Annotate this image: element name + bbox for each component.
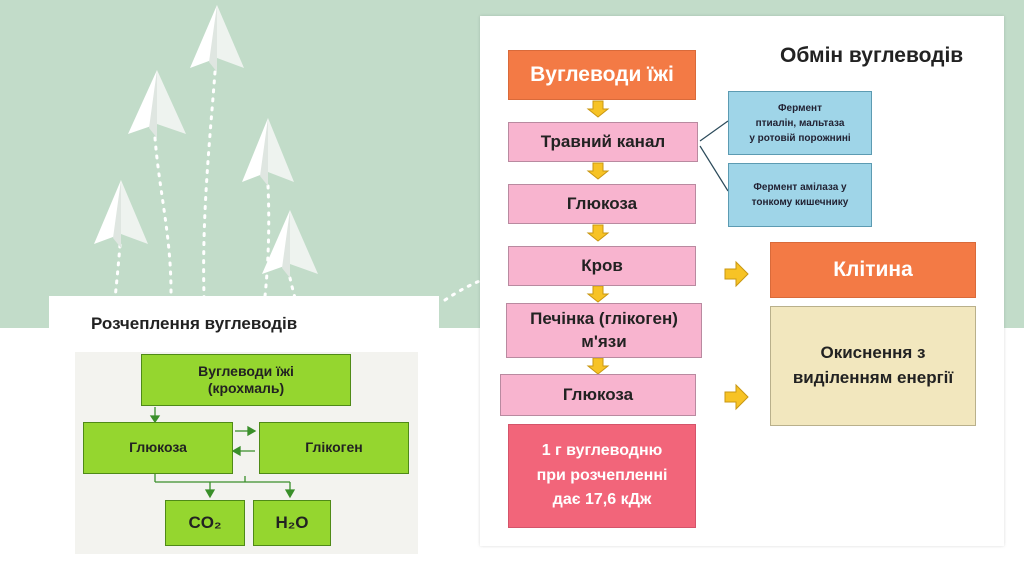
- food-carbs-box: Вуглеводи їжі: [508, 50, 696, 100]
- plane-trail: [445, 280, 480, 300]
- plane-trail: [204, 72, 215, 320]
- h2o-box: H₂O: [253, 500, 331, 546]
- breakdown-diagram-panel: Вуглеводи їжі (крохмаль) Глюкоза Глікоге…: [75, 352, 418, 554]
- paper-planes-decoration: [0, 0, 480, 330]
- blood-box: Кров: [508, 246, 696, 286]
- right-arrow-icon: [725, 262, 748, 286]
- enzyme-intestine-box: Фермент амілаза у тонкому кишечнику: [728, 163, 872, 227]
- connector-line: [700, 121, 728, 141]
- paper-plane-icon: [94, 180, 148, 248]
- down-arrow-icon: [588, 286, 608, 302]
- co2-box: CO₂: [165, 500, 245, 546]
- glucose-box-1: Глюкоза: [508, 184, 696, 224]
- enzyme-mouth-box: Фермент птиалін, мальтаза у ротовій поро…: [728, 91, 872, 155]
- right-arrow-icon: [725, 385, 748, 409]
- glucose-box-2: Глюкоза: [500, 374, 696, 416]
- digestive-tract-box: Травний канал: [508, 122, 698, 162]
- energy-yield-box: 1 г вуглеводню при розчепленні дає 17,6 …: [508, 424, 696, 528]
- glucose-box: Глюкоза: [83, 422, 233, 474]
- down-arrow-icon: [588, 101, 608, 117]
- cell-box: Клітина: [770, 242, 976, 298]
- plane-trail: [155, 138, 171, 320]
- food-starch-box: Вуглеводи їжі (крохмаль): [141, 354, 351, 406]
- glycogen-box: Глікоген: [259, 422, 409, 474]
- paper-plane-icon: [242, 118, 294, 186]
- liver-muscles-box: Печінка (глікоген) м'язи: [506, 303, 702, 358]
- carbohydrate-breakdown-card: Розчеплення вуглеводів Вуглеводи їжі (кр…: [49, 296, 439, 558]
- paper-plane-icon: [190, 5, 244, 72]
- down-arrow-icon: [588, 225, 608, 241]
- paper-plane-icon: [128, 70, 186, 138]
- connector-line: [700, 146, 728, 191]
- down-arrow-icon: [588, 163, 608, 179]
- breakdown-title: Розчеплення вуглеводів: [91, 314, 297, 334]
- down-arrow-icon: [588, 358, 608, 374]
- paper-plane-icon: [262, 210, 318, 278]
- oxidation-box: Окиснення з виділенням енергії: [770, 306, 976, 426]
- carbohydrate-metabolism-card: Обмін вуглеводів Вуглеводи їжі Травний к…: [480, 16, 1004, 546]
